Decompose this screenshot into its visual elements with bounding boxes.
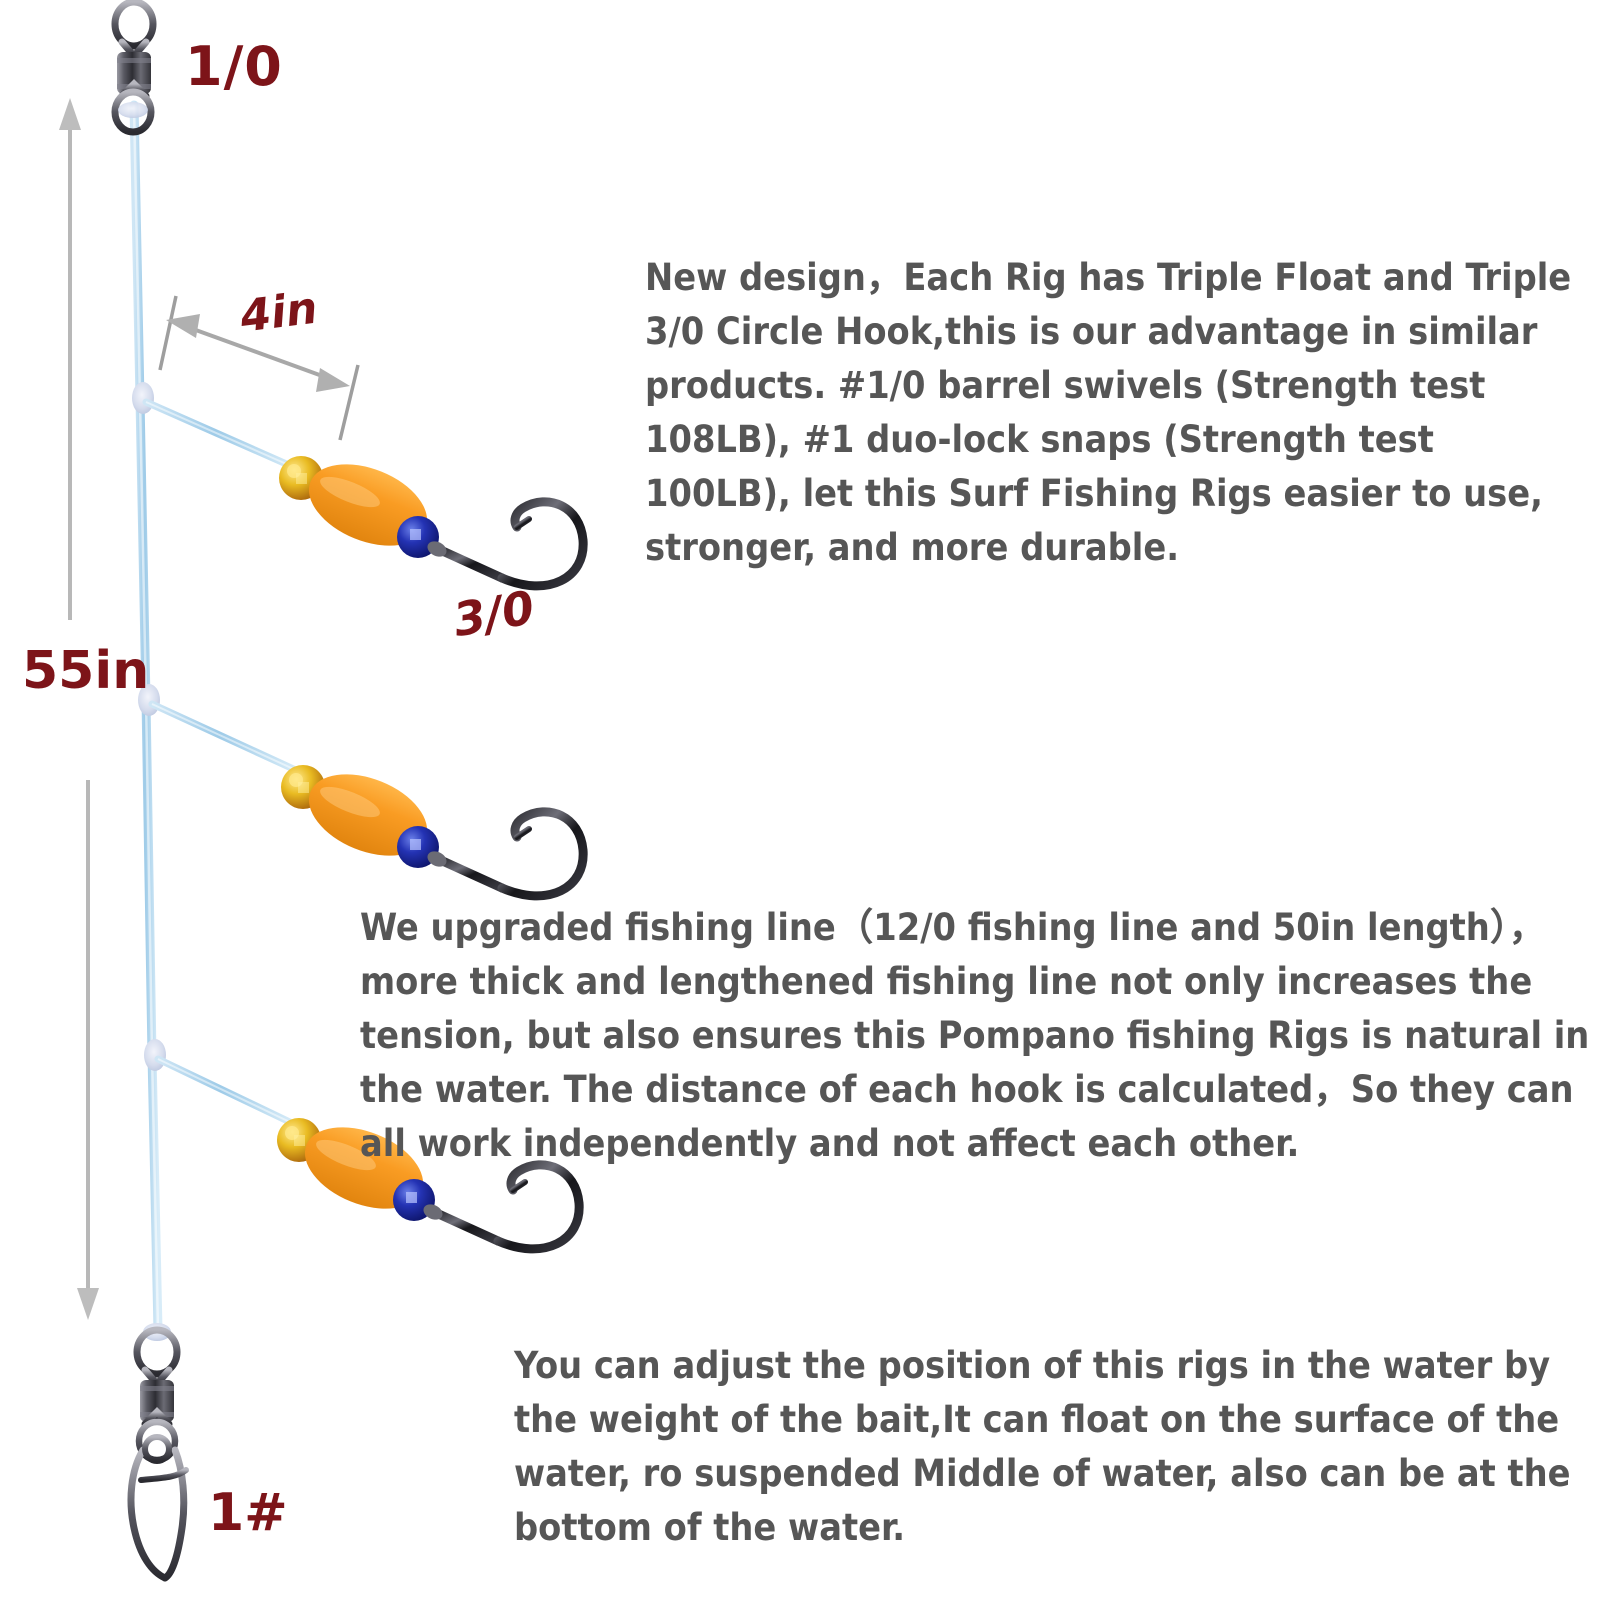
circle-hook <box>427 497 588 591</box>
label-top-swivel-size: 1/0 <box>185 35 283 98</box>
rig-arm-2 <box>138 684 588 901</box>
orange-float <box>308 464 428 546</box>
feature-paragraph-line: We upgraded fishing line（12/0 fishing li… <box>360 905 1590 1165</box>
label-dropper-length: 4in <box>237 282 321 343</box>
orange-float <box>304 1127 424 1209</box>
feature-paragraph-positioning: You can adjust the position of this rigs… <box>514 1343 1571 1549</box>
feature-paragraph-design: New design，Each Rig has Triple Float and… <box>645 255 1572 569</box>
dimension-dropper-length <box>158 295 360 441</box>
main-fishing-line <box>129 100 163 1335</box>
label-hook-size: 3/0 <box>449 580 539 648</box>
rig-arm-3 <box>144 1039 584 1254</box>
bottom-duolock-snap <box>127 1323 189 1582</box>
dimension-total-length <box>59 98 99 1320</box>
orange-float <box>308 774 428 856</box>
top-barrel-swivel <box>111 0 157 136</box>
label-total-length: 55in <box>22 641 150 701</box>
circle-hook <box>423 1160 584 1254</box>
label-bottom-snap-size: 1# <box>208 1483 288 1543</box>
circle-hook <box>427 807 588 901</box>
rig-arm-1 <box>132 382 588 591</box>
